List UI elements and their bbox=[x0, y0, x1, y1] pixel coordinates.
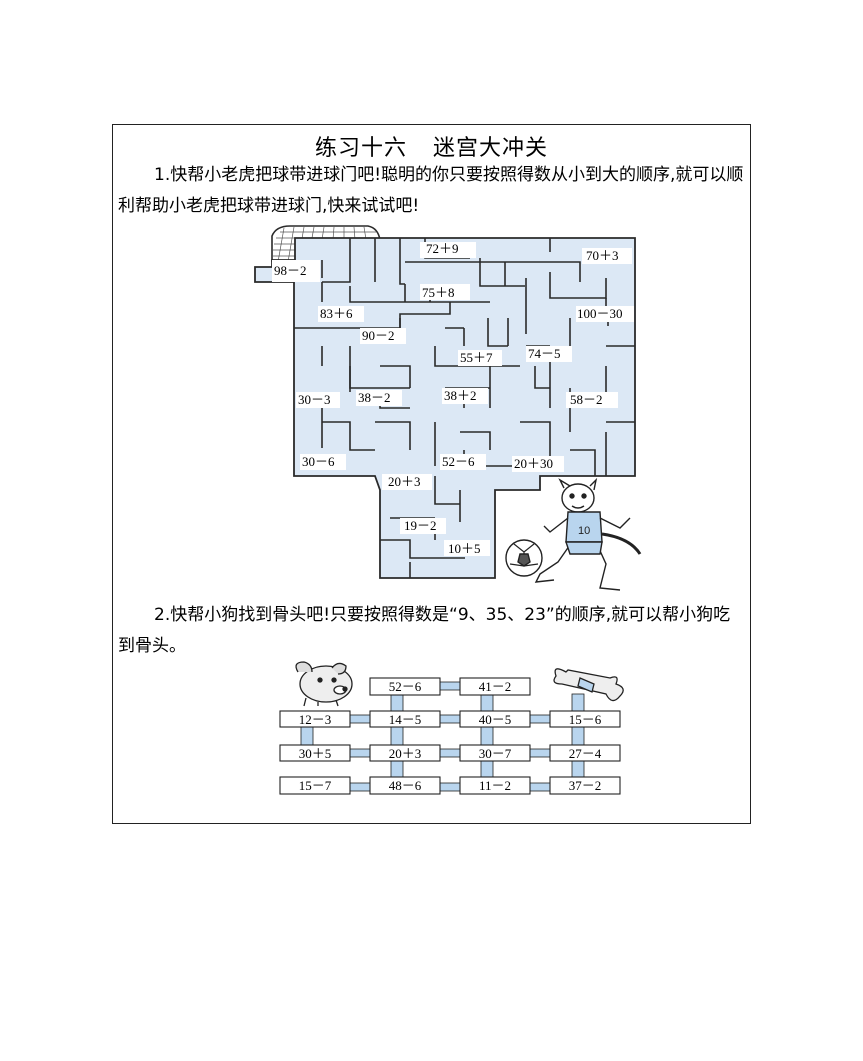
maze-label: 74－5 bbox=[528, 346, 561, 361]
maze-label: 38＋2 bbox=[444, 388, 477, 403]
ladder-boxes bbox=[279, 677, 621, 795]
maze-label: 30－3 bbox=[298, 392, 331, 407]
ladder-label: 27－4 bbox=[569, 746, 602, 761]
maze-label: 90－2 bbox=[362, 328, 395, 343]
ladder-label: 11－2 bbox=[479, 778, 511, 793]
ladder-label: 15－7 bbox=[299, 778, 332, 793]
ladder-label: 48－6 bbox=[389, 778, 422, 793]
question-2-text: 2.快帮小狗找到骨头吧!只要按照得数是“9、35、23”的顺序,就可以帮小狗吃到… bbox=[118, 605, 731, 656]
tiger-icon: 10 bbox=[505, 477, 642, 591]
ladder-label: 40－5 bbox=[479, 712, 512, 727]
bone-icon bbox=[553, 668, 624, 702]
ladder-label: 12－3 bbox=[299, 712, 332, 727]
maze-label-boxes bbox=[272, 242, 634, 556]
maze-figure: 98－2 72＋9 70＋3 75＋8 83＋6 100－30 90－2 55＋… bbox=[250, 222, 650, 588]
question-1-text: 1.快帮小老虎把球带进球门吧!聪明的你只要按照得数从小到大的顺序,就可以顺利帮助… bbox=[118, 165, 744, 216]
maze-label: 52－6 bbox=[442, 454, 475, 469]
maze-label: 10＋5 bbox=[448, 541, 481, 556]
maze-label: 70＋3 bbox=[586, 248, 619, 263]
maze-label: 30－6 bbox=[302, 454, 335, 469]
svg-text:10: 10 bbox=[578, 525, 590, 537]
ladder-label: 30＋5 bbox=[299, 746, 332, 761]
maze-label: 98－2 bbox=[274, 263, 307, 278]
maze-label: 55＋7 bbox=[460, 350, 493, 365]
maze-label: 20＋30 bbox=[514, 456, 553, 471]
maze-label: 20＋3 bbox=[388, 474, 421, 489]
ladder-label: 14－5 bbox=[389, 712, 422, 727]
ladder-label: 37－2 bbox=[569, 778, 602, 793]
exercise-frame bbox=[112, 124, 751, 824]
maze-label: 58－2 bbox=[570, 392, 603, 407]
maze-labels: 98－2 72＋9 70＋3 75＋8 83＋6 100－30 90－2 55＋… bbox=[274, 241, 623, 556]
ladder-bridges bbox=[300, 681, 585, 792]
ladder-label: 30－7 bbox=[479, 746, 512, 761]
maze-label: 19－2 bbox=[404, 518, 437, 533]
ladder-label: 15－6 bbox=[569, 712, 602, 727]
dog-icon bbox=[295, 661, 353, 707]
page-title: 练习十六迷宫大冲关 bbox=[314, 136, 549, 161]
maze-label: 75＋8 bbox=[422, 285, 455, 300]
maze-label: 38－2 bbox=[358, 390, 391, 405]
ladder-label: 20＋3 bbox=[389, 746, 422, 761]
maze-label: 83＋6 bbox=[320, 306, 353, 321]
maze-label: 72＋9 bbox=[426, 241, 459, 256]
ladder-label: 41－2 bbox=[479, 679, 512, 694]
maze-svg: 98－2 72＋9 70＋3 75＋8 83＋6 100－30 90－2 55＋… bbox=[254, 225, 636, 579]
maze-label: 100－30 bbox=[577, 306, 623, 321]
ladder-svg: 52－6 41－2 12－3 14－5 40－5 15－6 30＋5 20＋3 … bbox=[279, 661, 624, 795]
ladder-label: 52－6 bbox=[389, 679, 422, 694]
ladder-figure: 52－6 41－2 12－3 14－5 40－5 15－6 30＋5 20＋3 … bbox=[276, 656, 628, 804]
ladder-labels: 52－6 41－2 12－3 14－5 40－5 15－6 30＋5 20＋3 … bbox=[299, 679, 602, 793]
tiger-figure: 10 bbox=[500, 477, 650, 600]
